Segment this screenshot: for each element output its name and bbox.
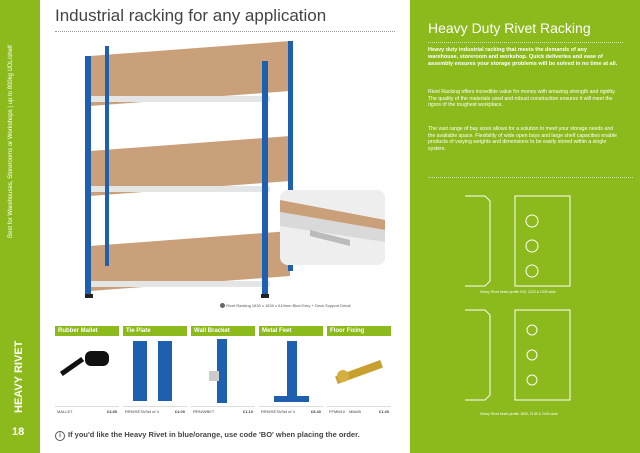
deck-support-detail: [280, 190, 385, 265]
product-name: Rubber Mallet: [55, 326, 119, 336]
info-icon: i: [55, 431, 65, 441]
upright-front-right: [262, 61, 268, 296]
page-title: Industrial racking for any application: [55, 6, 327, 25]
mallet-image: [55, 336, 119, 406]
paragraph-1: Rivet Racking offers incredible value fo…: [428, 89, 616, 109]
title-divider: [55, 31, 395, 32]
shelf-top: [90, 41, 290, 106]
beam-profile-drawing-2: [465, 309, 571, 401]
info-icon: [220, 303, 225, 309]
shelf-middle: [90, 136, 290, 196]
content-divider: [428, 177, 633, 178]
right-page: Heavy Duty Rivet Racking Heavy duty indu…: [410, 0, 640, 453]
tie-plate-image: [123, 336, 187, 406]
product-name: Tie Plate: [123, 326, 187, 336]
page-number: 18: [12, 426, 25, 438]
metal-feet-image: [259, 336, 323, 406]
drawing-2-caption: Heavy Rivet beam profile 1830, 2135 & 24…: [480, 412, 558, 416]
product-name: Metal Feet: [259, 326, 323, 336]
product-name: Wall Bracket: [191, 326, 255, 336]
shelf-bottom: [90, 231, 290, 291]
rack-image: [85, 41, 293, 298]
sidebar-title: HEAVY RIVET: [13, 340, 25, 413]
drawing-1-caption: Heavy Rivet beam profile 915, 1220 & 152…: [480, 290, 556, 294]
sidebar-vertical-text: Best for Warehouses, Storerooms or Works…: [8, 45, 14, 238]
left-page: Industrial racking for any application R…: [40, 0, 410, 453]
rack-caption: Rivet Racking 1830 x 1830 x 610mm Blue/G…: [220, 303, 351, 309]
product-name: Floor Fixing: [327, 326, 391, 336]
product-row: MALLET£3.85: [55, 406, 119, 416]
beam-profile-drawing-1: [465, 195, 571, 287]
upright-back-right: [288, 41, 293, 271]
product-rubber-mallet[interactable]: Rubber Mallet MALLET£3.85: [55, 326, 119, 416]
paragraph-2: The vast range of bay sizes allows for a…: [428, 126, 617, 152]
floor-fixing-image: [327, 336, 391, 406]
accessories: Rubber Mallet MALLET£3.85 Tie Plate RRN/…: [55, 326, 395, 416]
sidebar: Best for Warehouses, Storerooms or Works…: [0, 0, 40, 453]
product-row: RRN/WBKT£1.10: [191, 406, 255, 416]
title-divider: [428, 42, 623, 43]
upright-front-left: [85, 56, 91, 296]
lead-paragraph: Heavy duty industrial racking that meets…: [428, 47, 618, 67]
upright-back-left: [105, 46, 109, 266]
section-title: Heavy Duty Rivet Racking: [428, 20, 591, 36]
product-wall-bracket[interactable]: Wall Bracket RRN/WBKT£1.10: [191, 326, 255, 416]
wall-bracket-image: [191, 336, 255, 406]
